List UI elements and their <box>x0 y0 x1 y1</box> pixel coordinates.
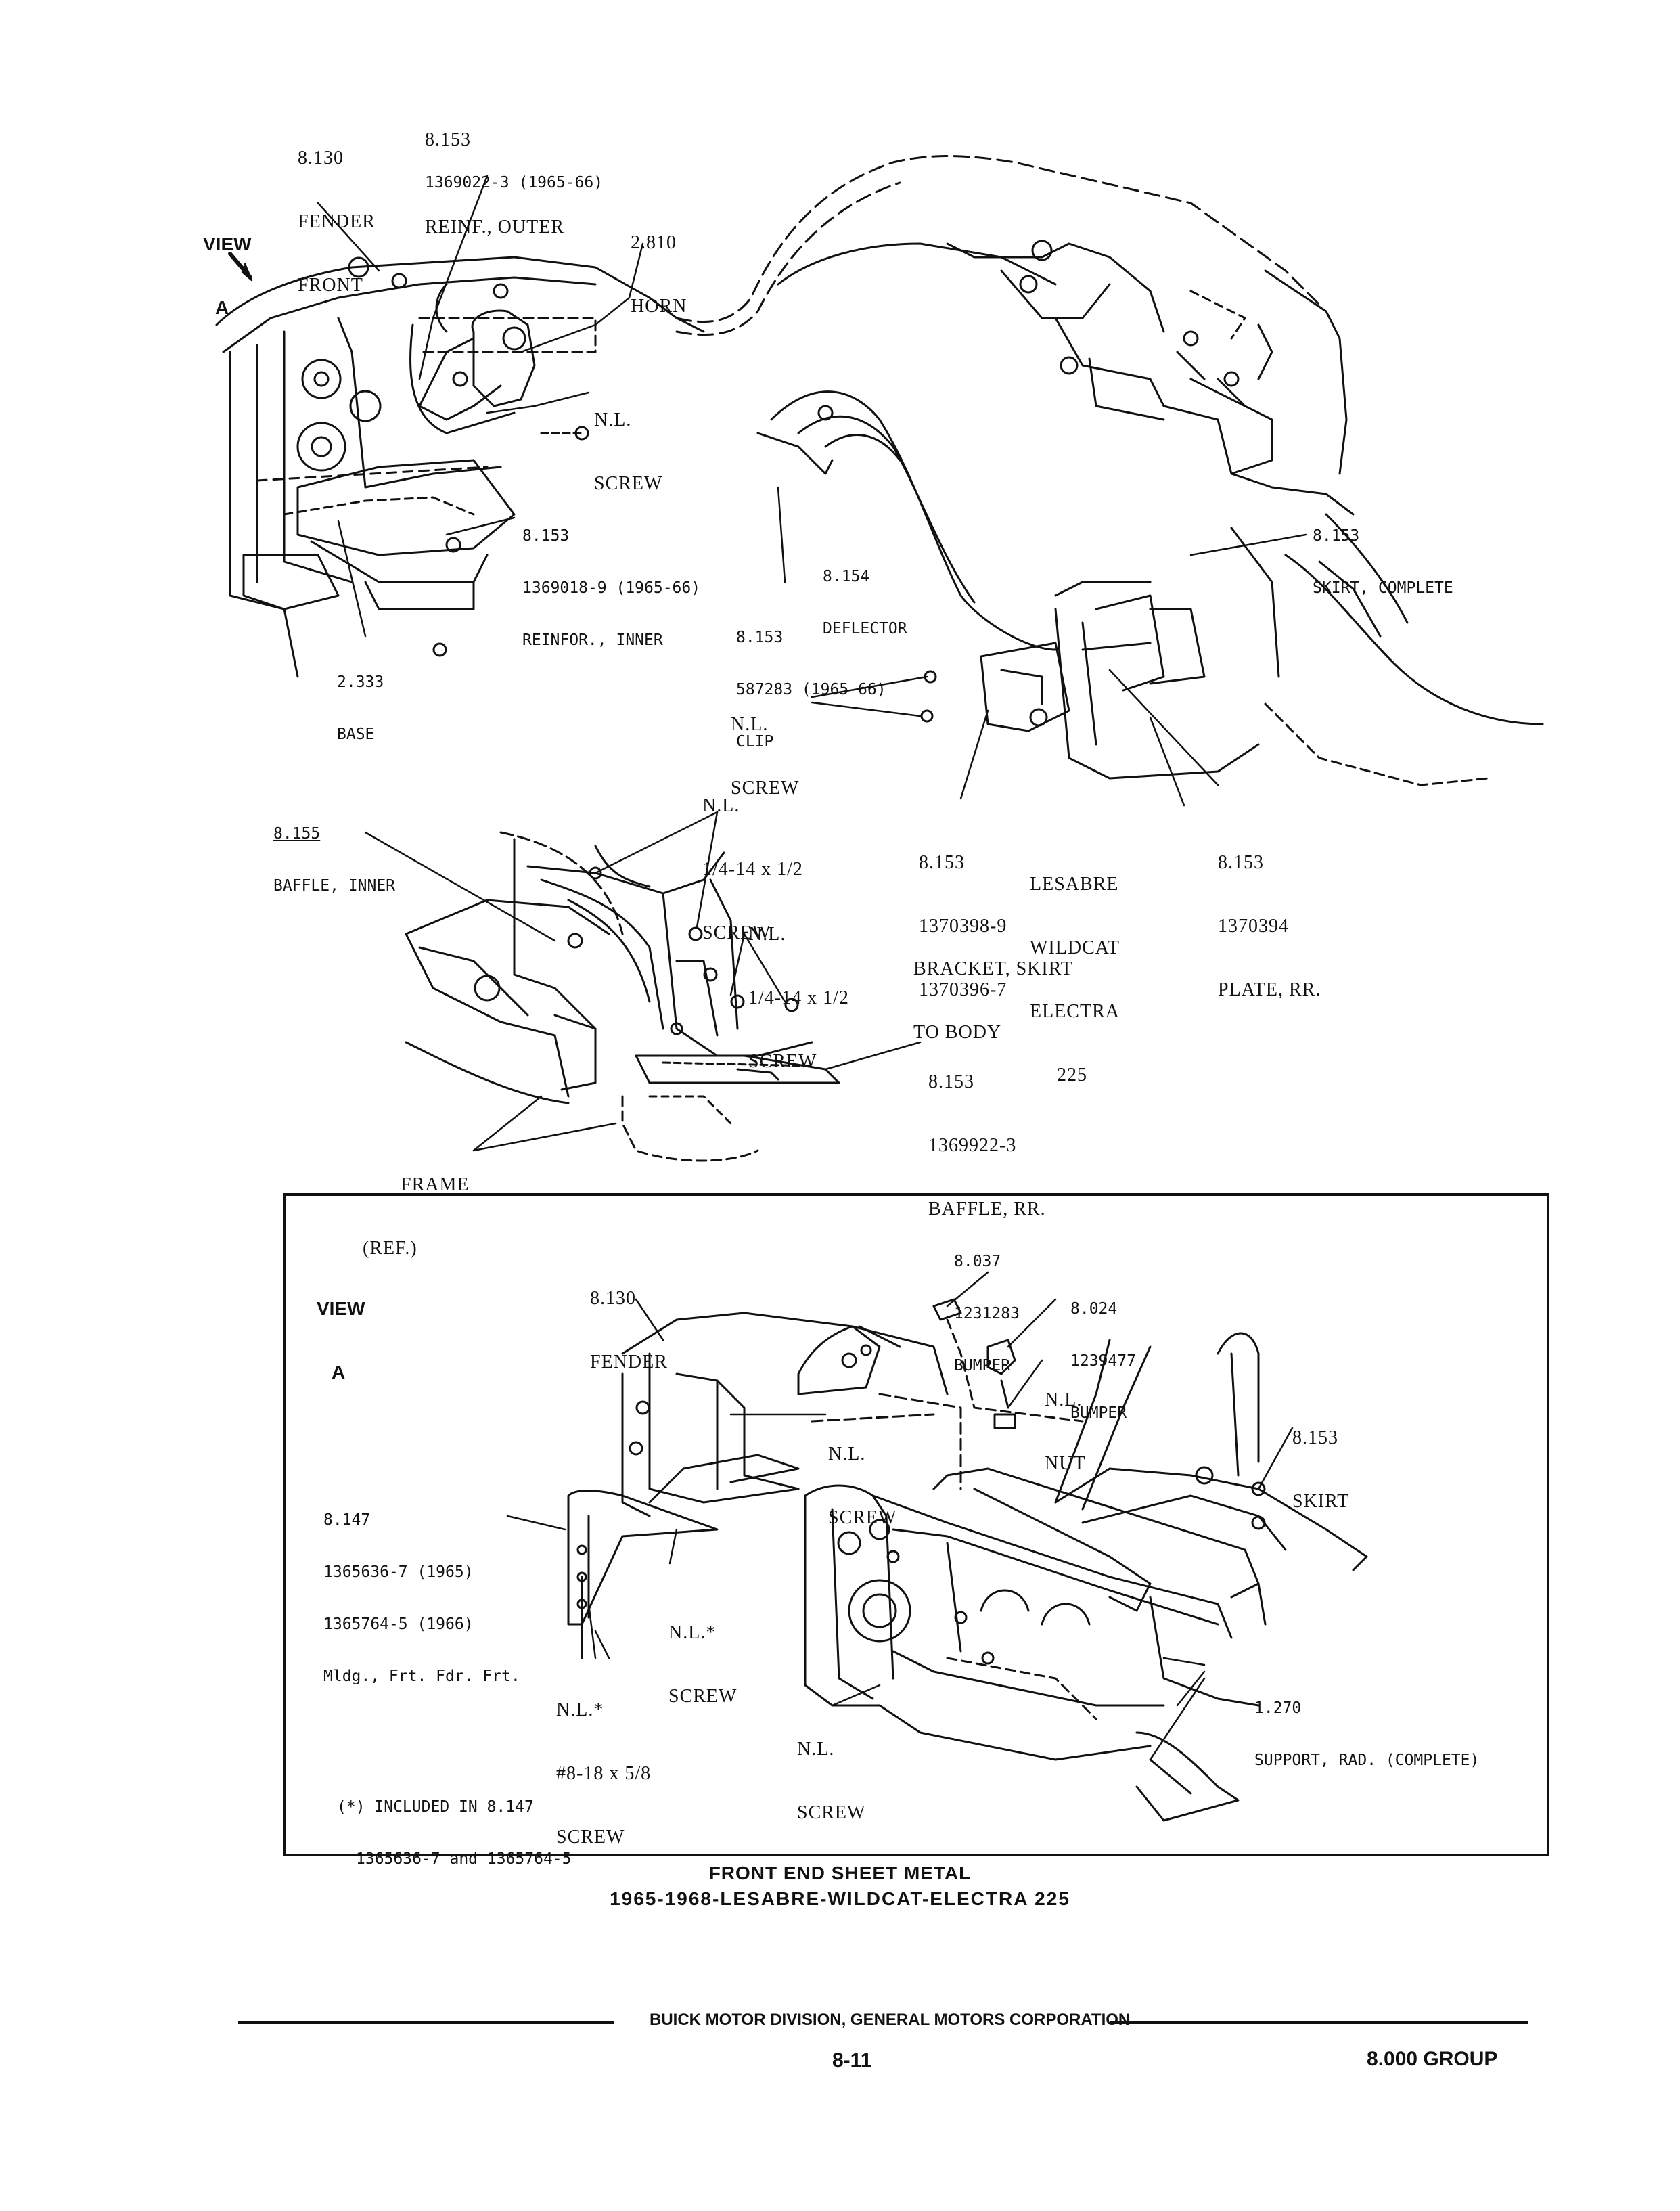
deflector-callout: 8.154 DEFLECTOR <box>823 567 907 638</box>
molding-callout: 8.147 1365636-7 (1965) 1365764-5 (1966) … <box>323 1511 520 1686</box>
nl-screw-upper-callout: N.L. SCREW <box>594 409 663 494</box>
middle-leader-lines <box>364 811 922 1152</box>
upper-right-leader-lines <box>777 486 1307 807</box>
wheel-skirt-drawing <box>675 155 1544 786</box>
footer-division: BUICK MOTOR DIVISION, GENERAL MOTORS COR… <box>650 2011 1131 2029</box>
reinf-inner-callout: 8.153 1369018-9 (1965-66) REINFOR., INNE… <box>522 527 701 649</box>
plate-rr-callout: 8.153 1370394 PLATE, RR. <box>1218 851 1321 1000</box>
reinf-outer-callout: 8.153 1369022-3 (1965-66) REINF., OUTER <box>425 129 604 238</box>
figure-title: FRONT END SHEET METAL <box>708 1862 972 1883</box>
fender-front-callout: 8.130 FENDER FRONT <box>298 147 376 296</box>
clip-callout: 8.153 587283 (1965-66) CLIP <box>736 628 886 751</box>
nl-screw-fender-callout: N.L. SCREW <box>828 1443 897 1528</box>
base-callout: 2.333 BASE <box>337 673 384 743</box>
view-a-inset-drawing <box>567 1298 1368 1822</box>
nl-screw-lower-callout: N.L. SCREW <box>797 1738 866 1823</box>
bumper-037-callout: 8.037 1231283 BUMPER <box>954 1252 1020 1375</box>
bracket-name-callout: BRACKET, SKIRT TO BODY <box>913 958 1073 1043</box>
nl-screw-bracket-callout: N.L. SCREW <box>731 713 800 799</box>
baffle-rr-callout: 8.153 1369922-3 BAFFLE, RR. <box>928 1071 1046 1220</box>
nl-screw-star-callout: N.L.* SCREW <box>668 1622 737 1707</box>
inset-fender-callout: 8.130 FENDER <box>590 1287 668 1372</box>
baffle-assembly-drawing <box>405 831 840 1162</box>
footer-rule-right <box>1110 2021 1528 2024</box>
baffle-inner-callout: 8.155 BAFFLE, INNER <box>273 824 396 895</box>
group-label: 8.000 GROUP <box>1367 2048 1498 2070</box>
view-a-label-upper: VIEW A <box>203 233 252 318</box>
footer-rule-left <box>238 2021 614 2024</box>
page-number: 8-11 <box>832 2049 872 2072</box>
bracket-numbers-callout: 8.153 1370398-9 1370396-7 <box>919 851 1007 1000</box>
bracket-models-callout: LESABRE WILDCAT ELECTRA 225 <box>1030 873 1120 1086</box>
inset-leader-lines <box>506 1271 1294 1761</box>
included-footnote: (*) INCLUDED IN 8.147 1365636-7 and 1365… <box>337 1797 572 1868</box>
horn-callout: 2.810 HORN <box>631 231 687 317</box>
view-a-label-inset: VIEW A <box>317 1297 365 1383</box>
nl-screw-b-callout: N.L. 1/4-14 x 1/2 SCREW <box>748 923 849 1072</box>
skirt-complete-callout: 8.153 SKIRT, COMPLETE <box>1313 527 1453 597</box>
view-a-inset-frame <box>283 1193 1549 1856</box>
inset-skirt-callout: 8.153 SKIRT <box>1292 1427 1350 1512</box>
nl-nut-callout: N.L. NUT <box>1045 1389 1086 1474</box>
fender-front-assembly-drawing <box>215 256 705 678</box>
bumper-024-callout: 8.024 1239477 BUMPER <box>1070 1299 1136 1422</box>
frame-ref-callout: FRAME (REF.) <box>363 1174 470 1259</box>
upper-left-leader-lines <box>228 175 644 638</box>
nl-screw-8-18-callout: N.L.* #8-18 x 5/8 SCREW <box>556 1699 652 1848</box>
support-rad-callout: 1.270 SUPPORT, RAD. (COMPLETE) <box>1254 1699 1480 1769</box>
nl-screw-a-callout: N.L. 1/4-14 x 1/2 SCREW <box>702 795 803 943</box>
figure-subtitle: 1965-1968-LESABRE-WILDCAT-ELECTRA 225 <box>610 1888 1070 1909</box>
